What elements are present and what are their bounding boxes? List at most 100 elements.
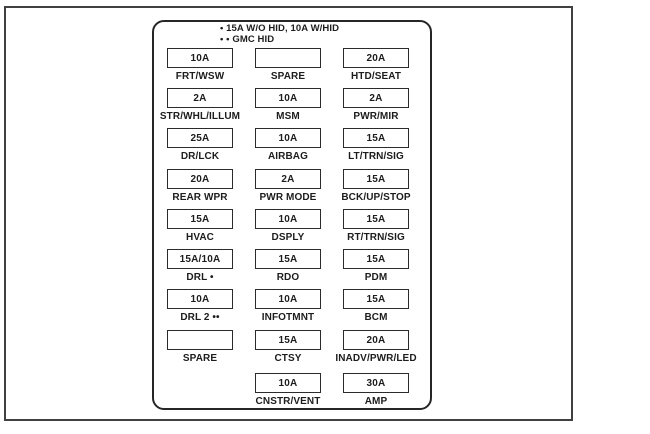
fuse-htd-seat: 20A HTD/SEAT: [332, 48, 420, 82]
fuse-amp: 15A: [278, 253, 298, 265]
fuse-amp: 20A: [366, 334, 386, 346]
fuse-label: RDO: [276, 272, 300, 283]
fuse-amp: 15A: [366, 213, 386, 225]
fuse-amp: 10A: [278, 92, 298, 104]
fuse-box: 15A: [343, 249, 409, 269]
fuse-spare-1: SPARE: [244, 48, 332, 82]
fuse-box: 15A: [167, 209, 233, 229]
fuse-amp: 15A/10A: [179, 253, 221, 265]
fuse-box: 15A/10A: [167, 249, 233, 269]
fuse-amp: 10A: [278, 293, 298, 305]
fuse-drl: 15A/10A DRL •: [156, 249, 244, 283]
fuse-box: 15A: [343, 289, 409, 309]
fuse-amp: 20A: [190, 173, 210, 185]
fuse-box: 20A: [343, 48, 409, 68]
fuse-box: 10A: [255, 88, 321, 108]
fuse-pwr-mir: 2A PWR/MIR: [332, 88, 420, 122]
fuse-amp: 10A: [278, 132, 298, 144]
fuse-frt-wsw: 10A FRT/WSW: [156, 48, 244, 82]
fuse-box: 2A: [255, 169, 321, 189]
fuse-amp: 25A: [190, 132, 210, 144]
fuse-label: STR/WHL/ILLUM: [159, 111, 241, 122]
fuse-rdo: 15A RDO: [244, 249, 332, 283]
fuse-box: 20A: [343, 330, 409, 350]
fuse-amp-fuse: 30A AMP: [332, 373, 420, 407]
fuse-str-whl-illum: 2A STR/WHL/ILLUM: [156, 88, 244, 122]
fuse-amp: 15A: [366, 293, 386, 305]
fuse-box: 2A: [343, 88, 409, 108]
fuse-amp: 15A: [190, 213, 210, 225]
fuse-box: 15A: [343, 209, 409, 229]
fuse-label: MSM: [276, 111, 300, 122]
fuse-label: HVAC: [186, 232, 214, 243]
fuse-box: 20A: [167, 169, 233, 189]
fuse-bcm: 15A BCM: [332, 289, 420, 323]
fuse-box: 10A: [255, 209, 321, 229]
fuse-label: SPARE: [182, 353, 218, 364]
fuse-pdm: 15A PDM: [332, 249, 420, 283]
fuse-bck-up-stop: 15A BCK/UP/STOP: [332, 169, 420, 203]
fuse-label: CNSTR/VENT: [255, 396, 321, 407]
fuse-label: INADV/PWR/LED: [335, 353, 417, 364]
fuse-box: 10A: [255, 289, 321, 309]
fuse-box: [255, 48, 321, 68]
fuse-box: 2A: [167, 88, 233, 108]
fuse-label: HTD/SEAT: [350, 71, 402, 82]
fuse-box: 15A: [255, 249, 321, 269]
fuse-amp: 10A: [190, 293, 210, 305]
fuse-cnstr-vent: 10A CNSTR/VENT: [244, 373, 332, 407]
fuse-label: PWR/MIR: [353, 111, 399, 122]
fuse-label: BCK/UP/STOP: [341, 192, 411, 203]
fuse-label: DRL •: [186, 272, 214, 283]
fuse-label: CTSY: [274, 353, 302, 364]
fuse-infotmnt: 10A INFOTMNT: [244, 289, 332, 323]
fuse-dr-lck: 25A DR/LCK: [156, 128, 244, 162]
fuse-panel: • 15A W/O HID, 10A W/HID • • GMC HID 10A…: [152, 20, 432, 410]
fuse-airbag: 10A AIRBAG: [244, 128, 332, 162]
fuse-box: 10A: [167, 48, 233, 68]
fuse-label: LT/TRN/SIG: [348, 151, 404, 162]
fuse-label: AIRBAG: [267, 151, 309, 162]
fuse-ctsy: 15A CTSY: [244, 330, 332, 364]
fuse-amp: 15A: [366, 173, 386, 185]
fuse-amp: 2A: [369, 92, 383, 104]
fuse-msm: 10A MSM: [244, 88, 332, 122]
fuse-rt-trn-sig: 15A RT/TRN/SIG: [332, 209, 420, 243]
fuse-amp: 10A: [278, 213, 298, 225]
fuse-amp: 2A: [193, 92, 207, 104]
fuse-amp: 30A: [366, 377, 386, 389]
legend: • 15A W/O HID, 10A W/HID • • GMC HID: [220, 23, 339, 45]
fuse-dsply: 10A DSPLY: [244, 209, 332, 243]
legend-line-1: • 15A W/O HID, 10A W/HID: [220, 23, 340, 34]
fuse-amp: 15A: [366, 132, 386, 144]
fuse-box: [167, 330, 233, 350]
fuse-box: 10A: [255, 128, 321, 148]
fuse-box: 10A: [167, 289, 233, 309]
fuse-box: 15A: [343, 169, 409, 189]
fuse-label: PWR MODE: [259, 192, 317, 203]
fuse-label: FRT/WSW: [175, 71, 225, 82]
fuse-hvac: 15A HVAC: [156, 209, 244, 243]
fuse-amp: 10A: [278, 377, 298, 389]
fuse-box: 15A: [255, 330, 321, 350]
fuse-box: 15A: [343, 128, 409, 148]
fuse-box: 25A: [167, 128, 233, 148]
fuse-amp: 15A: [366, 253, 386, 265]
fuse-label: DSPLY: [271, 232, 305, 243]
fuse-box: 10A: [255, 373, 321, 393]
fuse-amp: 10A: [190, 52, 210, 64]
fuse-label: PDM: [364, 272, 388, 283]
fuse-drl-2: 10A DRL 2 ••: [156, 289, 244, 323]
fuse-label: RT/TRN/SIG: [347, 232, 405, 243]
fuse-pwr-mode: 2A PWR MODE: [244, 169, 332, 203]
fuse-amp: 15A: [278, 334, 298, 346]
fuse-label: AMP: [364, 396, 388, 407]
fuse-label: INFOTMNT: [261, 312, 315, 323]
fuse-label: DRL 2 ••: [180, 312, 220, 323]
fuse-box: 30A: [343, 373, 409, 393]
fuse-label: BCM: [364, 312, 388, 323]
fuse-amp: 20A: [366, 52, 386, 64]
fuse-inadv-pwr-led: 20A INADV/PWR/LED: [332, 330, 420, 364]
fuse-amp: 2A: [281, 173, 295, 185]
